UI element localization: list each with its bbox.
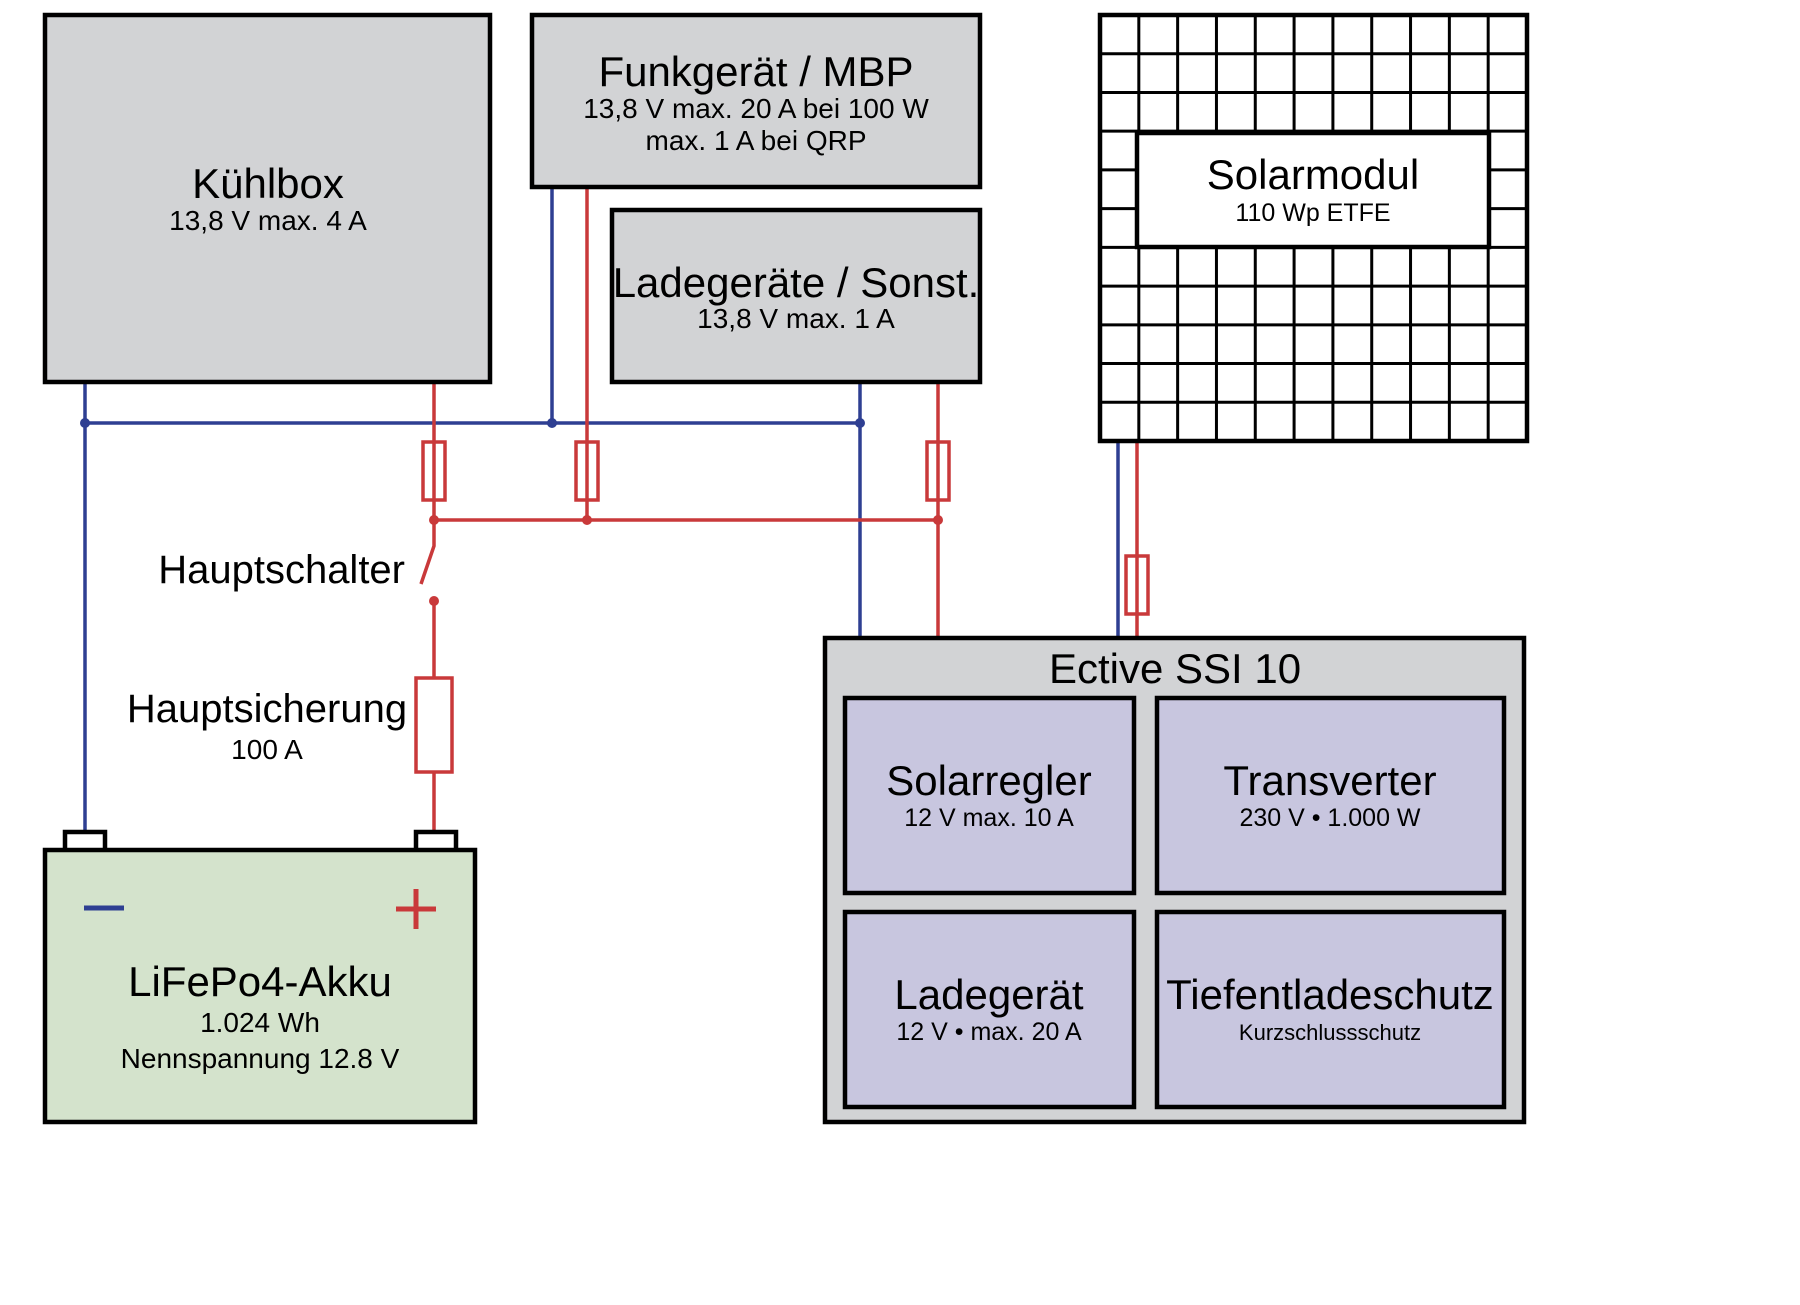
funkgeraet-spec-line1: 13,8 V max. 20 A bei 100 W: [583, 93, 929, 124]
main-switch-label: Hauptschalter: [158, 548, 405, 592]
device-solarmodul: Solarmodul 110 Wp ETFE: [1097, 12, 1530, 444]
kuehlbox-spec: 13,8 V max. 4 A: [169, 205, 367, 236]
main-fuse-icon: [414, 676, 454, 774]
ective-module-ladegeraet: Ladegerät 12 V • max. 20 A: [842, 909, 1137, 1110]
battery-capacity: 1.024 Wh: [200, 1007, 320, 1038]
fuse-kuehlbox-icon: [421, 440, 447, 502]
kuehlbox-title: Kühlbox: [192, 160, 344, 207]
module-spec: 230 V • 1.000 W: [1239, 804, 1420, 832]
funkgeraet-spec-line2: max. 1 A bei QRP: [646, 125, 867, 156]
positive-wiring: [419, 187, 1139, 832]
ective-module-tiefentladeschutz: Tiefentladeschutz Kurzschlussschutz: [1154, 909, 1507, 1110]
junction-neg-1: [80, 418, 90, 428]
fuses: [414, 440, 1150, 774]
funkgeraet-title: Funkgerät / MBP: [598, 48, 913, 95]
negative-wiring: [80, 187, 1120, 832]
device-kuehlbox: Kühlbox 13,8 V max. 4 A: [42, 12, 493, 385]
junction-neg-3: [855, 418, 865, 428]
battery: LiFePo4-Akku 1.024 Wh Nennspannung 12.8 …: [42, 829, 478, 1125]
module-title: Transverter: [1223, 757, 1436, 804]
module-title: Tiefentladeschutz: [1166, 971, 1494, 1018]
junction-pos-2: [582, 515, 592, 525]
module-title: Solarregler: [886, 757, 1091, 804]
ladegeraete-title: Ladegeräte / Sonst.: [613, 259, 980, 306]
junction-pos-1: [429, 515, 439, 525]
fuse-solar-icon: [1124, 554, 1150, 616]
module-title: Ladegerät: [894, 971, 1083, 1018]
battery-title: LiFePo4-Akku: [128, 958, 392, 1005]
device-ective: Ective SSI 10 Solarregler 12 V max. 10 A…: [822, 635, 1527, 1125]
junction-pos-3: [933, 515, 943, 525]
main-fuse-rating: 100 A: [231, 734, 303, 765]
ective-module-transverter: Transverter 230 V • 1.000 W: [1154, 695, 1507, 896]
battery-voltage: Nennspannung 12.8 V: [121, 1043, 400, 1074]
fuse-funkgeraet-icon: [574, 440, 600, 502]
device-ladegeraete: Ladegeräte / Sonst. 13,8 V max. 1 A: [609, 207, 983, 385]
solarmodul-title: Solarmodul: [1207, 151, 1419, 198]
ladegeraete-spec: 13,8 V max. 1 A: [697, 303, 895, 334]
device-funkgeraet: Funkgerät / MBP 13,8 V max. 20 A bei 100…: [529, 12, 983, 190]
module-spec: 12 V max. 10 A: [904, 804, 1074, 832]
plus-icon: [396, 889, 436, 929]
ective-title: Ective SSI 10: [1049, 645, 1301, 692]
main-fuse-label: Hauptsicherung: [127, 687, 407, 731]
solarmodul-spec: 110 Wp ETFE: [1235, 199, 1390, 227]
fuse-ladegeraete-icon: [925, 440, 951, 502]
main-switch-icon[interactable]: [419, 520, 436, 585]
junction-neg-2: [547, 418, 557, 428]
module-spec: 12 V • max. 20 A: [896, 1018, 1082, 1046]
ective-module-solarregler: Solarregler 12 V max. 10 A: [842, 695, 1137, 896]
module-spec: Kurzschlussschutz: [1239, 1020, 1421, 1045]
